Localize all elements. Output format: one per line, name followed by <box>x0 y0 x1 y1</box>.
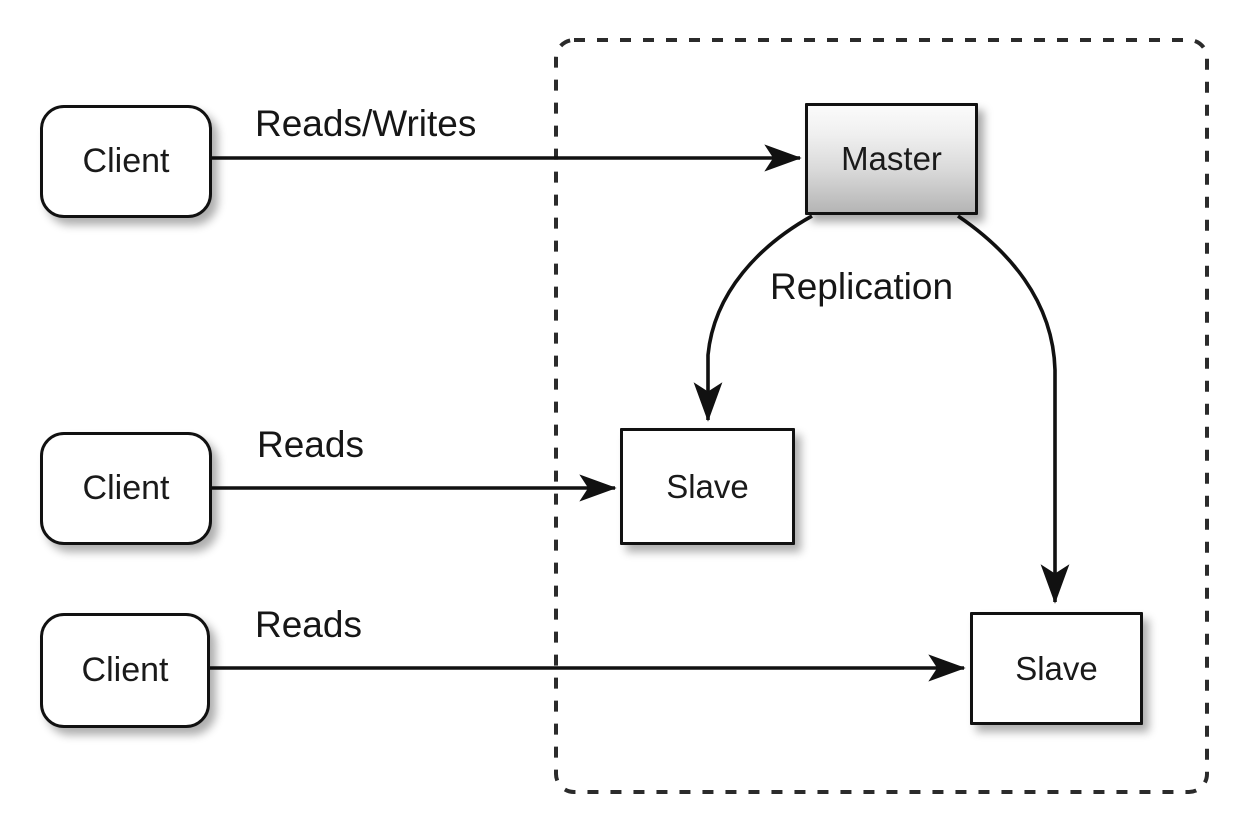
node-label: Slave <box>1015 649 1098 687</box>
node-client-3[interactable]: Client <box>40 613 210 728</box>
node-label: Slave <box>666 467 749 505</box>
node-label: Client <box>82 142 170 180</box>
edge-label-reads-1: Reads <box>257 424 364 465</box>
edge-master-slave1 <box>693 214 813 422</box>
node-client-2[interactable]: Client <box>40 432 212 545</box>
node-master[interactable]: Master <box>805 103 978 215</box>
node-slave-2[interactable]: Slave <box>970 612 1143 725</box>
database-cluster-boundary <box>554 38 1209 794</box>
node-label: Client <box>82 469 170 507</box>
edge-label-replication: Replication <box>770 266 954 307</box>
node-slave-1[interactable]: Slave <box>620 428 795 545</box>
edge-master-slave2 <box>956 214 1070 604</box>
edge-label-reads-2: Reads <box>255 604 362 645</box>
node-label: Client <box>81 651 169 689</box>
node-client-1[interactable]: Client <box>40 105 212 218</box>
edge-label-reads-writes: Reads/Writes <box>255 103 477 144</box>
node-label: Master <box>841 140 942 177</box>
